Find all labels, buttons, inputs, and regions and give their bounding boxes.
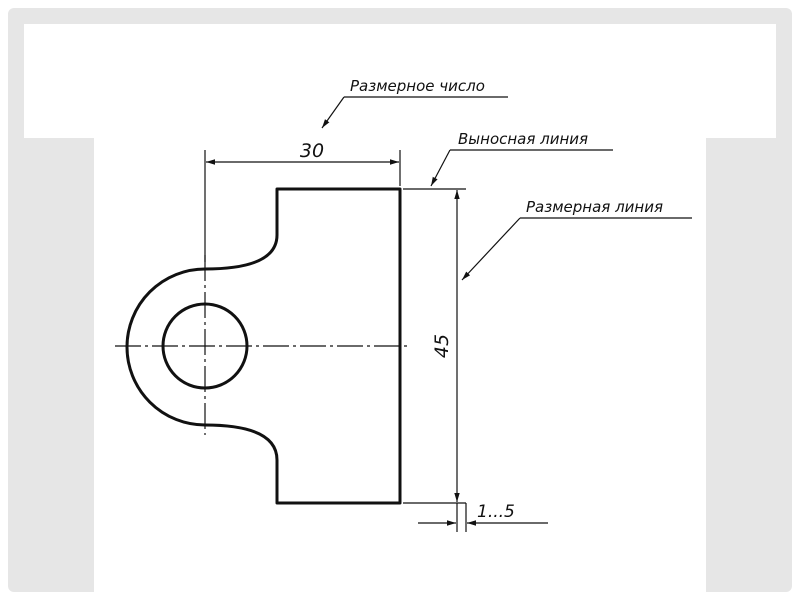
dimension-value-gap: 1...5 bbox=[477, 502, 515, 522]
part-outline bbox=[125, 187, 402, 505]
callout-label-dimension-number: Размерное число bbox=[350, 77, 485, 95]
callout-label-dimension-line: Размерная линия bbox=[526, 198, 663, 216]
callout-leader-dimension bbox=[461, 217, 521, 281]
dimension-value-width: 30 bbox=[300, 140, 324, 162]
callout-label-extension-line: Выносная линия bbox=[458, 130, 588, 148]
dimension-value-height: 45 bbox=[431, 334, 453, 358]
top-white-panel bbox=[24, 24, 776, 138]
callout-leader-extension bbox=[430, 149, 451, 187]
callout-leader-number bbox=[321, 96, 345, 129]
